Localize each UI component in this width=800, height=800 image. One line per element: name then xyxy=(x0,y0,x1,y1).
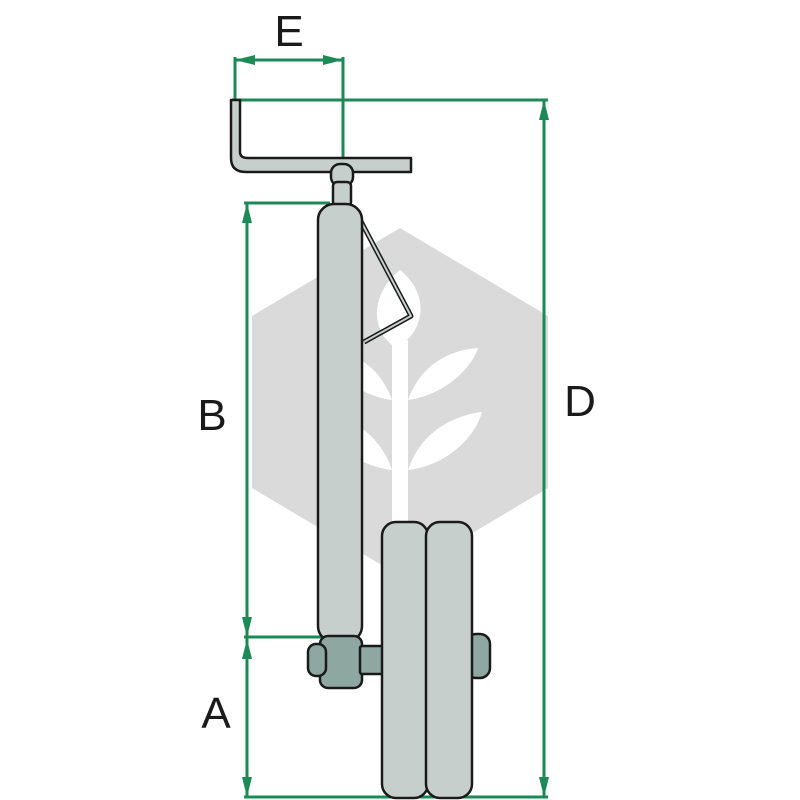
jockey-wheel xyxy=(229,98,492,800)
dim-b-label: B xyxy=(197,391,226,440)
dim-e-arrow-right xyxy=(323,55,343,65)
dim-b-arrow-top xyxy=(242,203,252,223)
axle-left-cap xyxy=(306,642,328,678)
wheel-right xyxy=(424,520,474,800)
dimension-lines xyxy=(232,55,549,799)
mounting-bracket xyxy=(229,98,413,174)
axle-shaft xyxy=(358,644,386,676)
main-tube xyxy=(316,202,364,644)
dim-d-arrow-top xyxy=(539,100,549,120)
dim-e-label: E xyxy=(274,7,303,56)
dim-d-arrow-bottom xyxy=(539,777,549,797)
dim-a-arrow-top xyxy=(242,639,252,659)
handle-wire-inner xyxy=(355,211,412,343)
dim-b-arrow-bottom xyxy=(242,617,252,637)
dim-a-label: A xyxy=(201,689,231,738)
wheel-left xyxy=(380,520,430,800)
dim-a-arrow-bottom xyxy=(242,777,252,797)
swivel-neck xyxy=(331,180,353,208)
dim-e-arrow-left xyxy=(235,55,255,65)
dim-d-label: D xyxy=(564,377,596,426)
